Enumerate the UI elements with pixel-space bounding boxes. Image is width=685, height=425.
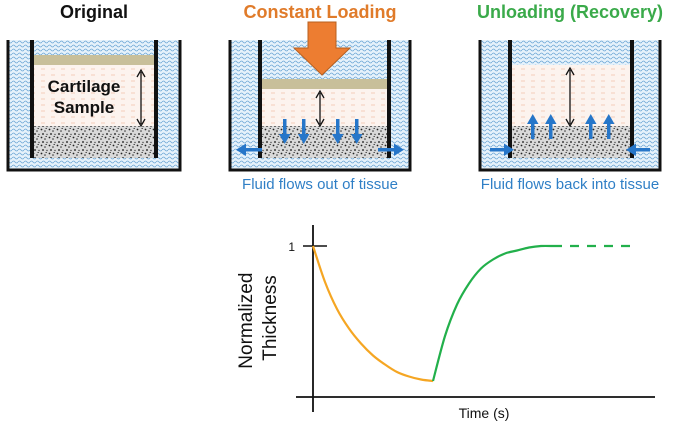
arrow-icon — [244, 148, 262, 152]
outflow-arrows — [236, 119, 404, 156]
recovery-title: Unloading (Recovery) — [476, 2, 664, 22]
original-title: Original — [59, 2, 128, 22]
original-cartilage — [34, 55, 154, 126]
recovery-panel — [478, 40, 662, 172]
arrow-icon — [302, 119, 306, 136]
recovery-cartilage — [512, 65, 630, 126]
original-platen — [34, 55, 154, 65]
series-line-recovery — [431, 244, 554, 382]
original-thickness-arrow — [136, 68, 146, 128]
original-panel — [6, 40, 182, 172]
loading-panel — [228, 21, 412, 172]
recovery-porous-base — [512, 126, 630, 158]
sample-label-line2: Sample — [53, 98, 115, 117]
arrow-icon — [531, 122, 535, 139]
original-container — [6, 40, 182, 172]
recovery-container — [478, 40, 662, 172]
arrow-icon — [283, 119, 287, 136]
loading-platen — [262, 79, 387, 89]
original-porous-base — [34, 126, 154, 158]
loading-container — [228, 40, 412, 172]
down-arrow-icon — [292, 21, 352, 76]
loading-cartilage — [262, 88, 387, 126]
recovery-caption: Fluid flows back into tissue — [480, 176, 660, 193]
inflow-arrows — [490, 114, 650, 156]
sample-label-line1: Cartilage — [47, 77, 121, 96]
chart-x-axis-label: Time (s) — [459, 405, 510, 421]
loading-right-wall — [387, 40, 391, 158]
original-left-wall — [30, 40, 34, 158]
arrow-icon — [336, 119, 340, 136]
recovery-right-wall — [630, 40, 634, 158]
thickness-chart: 1 Time (s) Normalized Thickness — [236, 225, 655, 421]
loading-thickness-arrow — [315, 89, 325, 128]
arrow-icon — [549, 122, 553, 139]
arrow-icon — [490, 148, 504, 152]
arrow-icon — [589, 122, 593, 139]
arrow-icon — [355, 119, 359, 136]
arrow-icon — [607, 122, 611, 139]
loading-caption: Fluid flows out of tissue — [242, 176, 398, 193]
chart-y-tick-label: 1 — [288, 240, 295, 254]
loading-porous-base — [262, 126, 387, 158]
sample-label: Cartilage Sample — [34, 76, 134, 118]
original-right-wall — [154, 40, 158, 158]
recovery-thickness-arrow — [565, 66, 575, 128]
recovery-left-wall — [508, 40, 512, 158]
arrow-icon — [378, 148, 396, 152]
arrow-icon — [636, 148, 650, 152]
chart-series — [311, 244, 631, 383]
chart-y-axis-label: Normalized Thickness — [236, 267, 281, 368]
loading-title: Constant Loading — [243, 2, 397, 22]
series-line-loading — [311, 245, 434, 383]
loading-left-wall — [258, 40, 262, 158]
